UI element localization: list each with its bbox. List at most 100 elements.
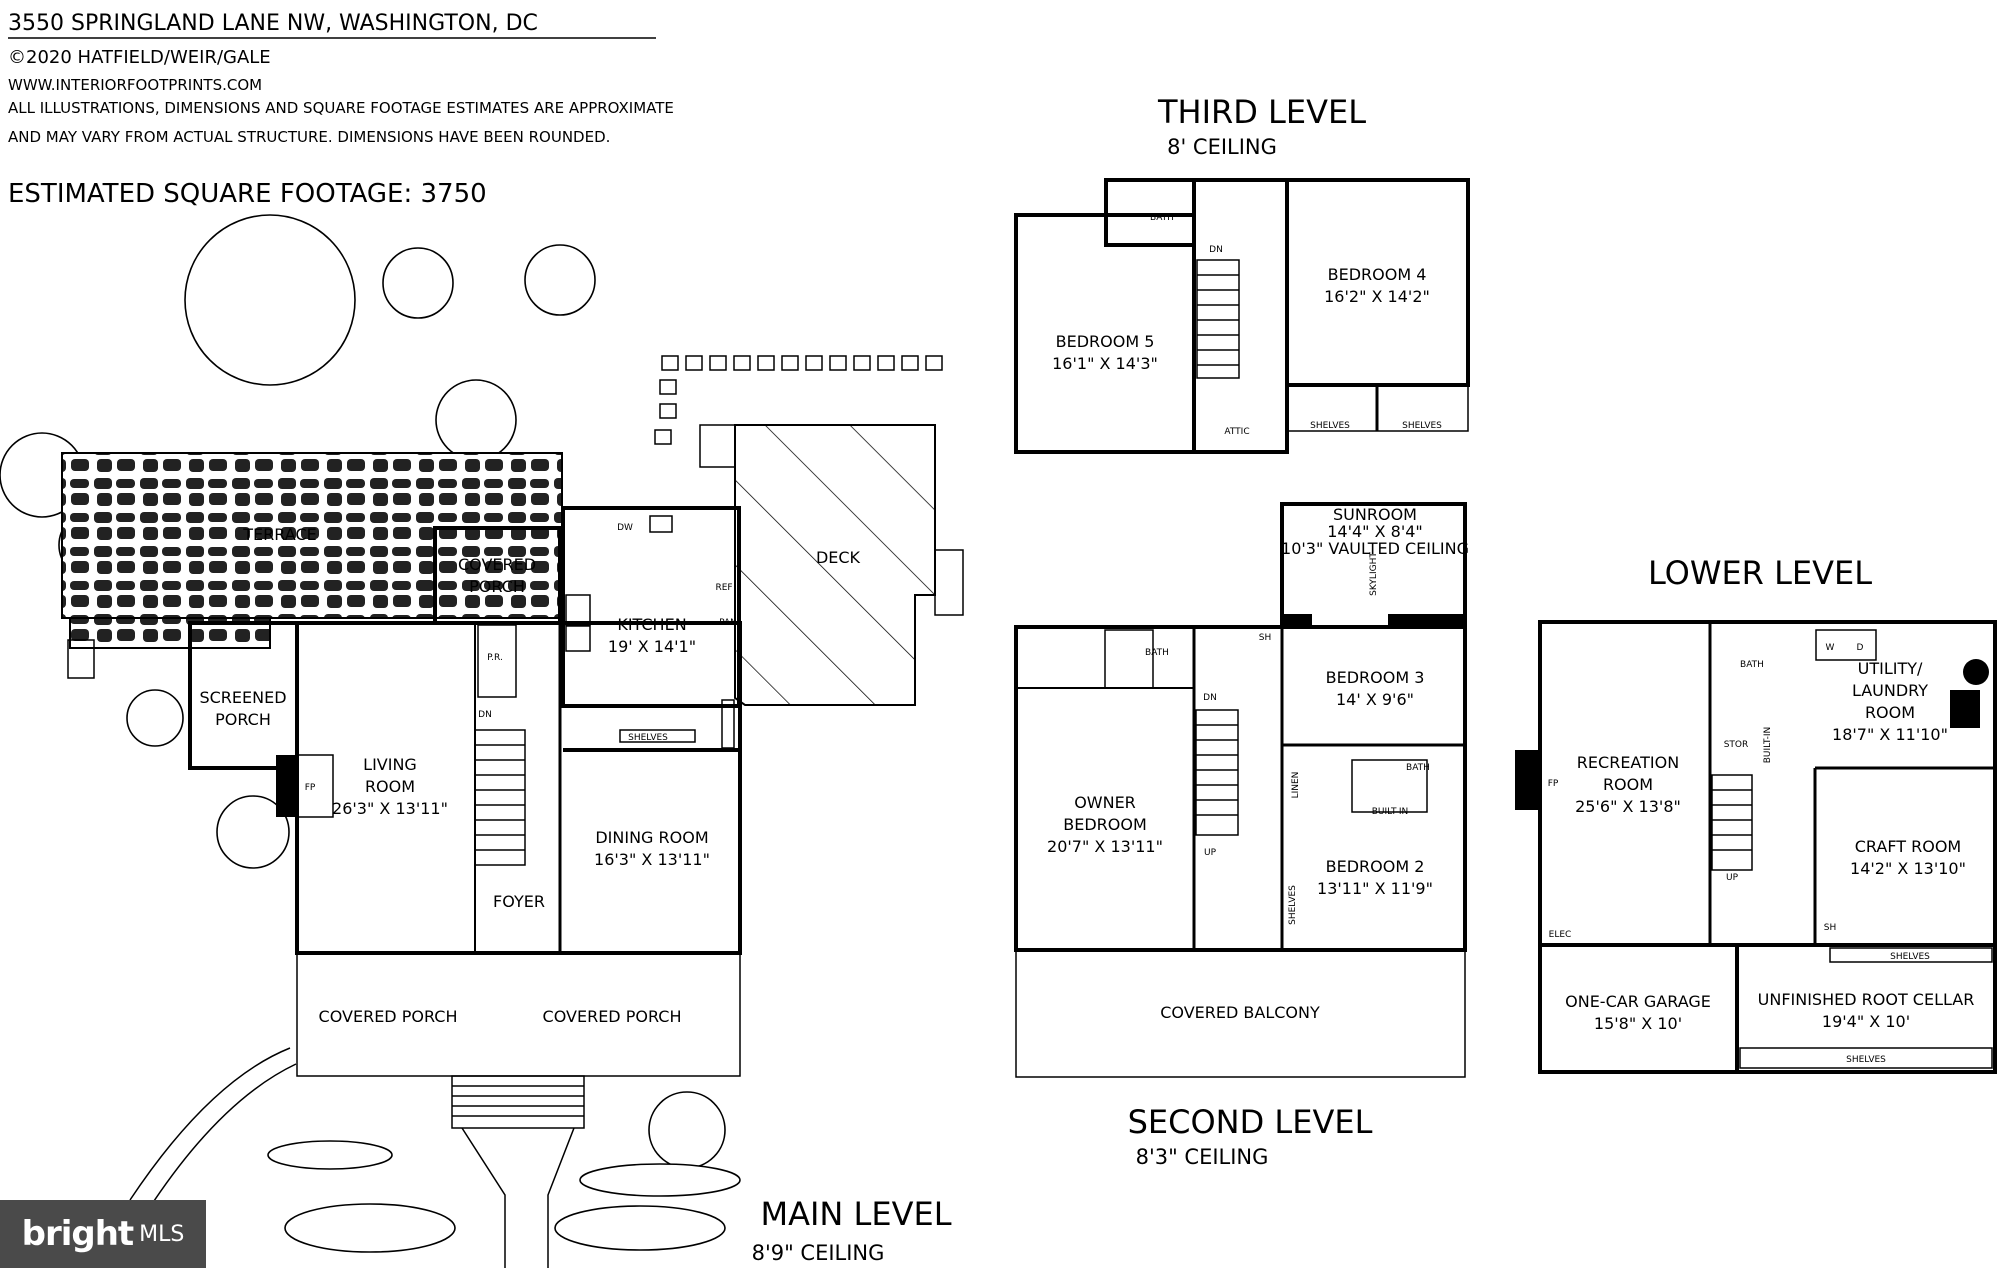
room-covered-porch-right: COVERED PORCH <box>543 1007 682 1026</box>
label-sh-lower: SH <box>1824 923 1836 933</box>
room-craft: CRAFT ROOM <box>1855 837 1961 856</box>
label-shelves-lower-1: SHELVES <box>1846 1055 1886 1065</box>
room-sunroom: SUNROOM <box>1333 505 1417 524</box>
label-dn-third: DN <box>1209 245 1223 255</box>
label-dn-second: DN <box>1203 693 1217 703</box>
room-sunroom-ceiling: 10'3" VAULTED CEILING <box>1281 539 1469 558</box>
third-level-plan: THIRD LEVEL 8' CEILING DN BEDROOM 5 16'1… <box>1014 93 1470 454</box>
terrace-stonework <box>61 452 563 619</box>
room-root-cellar: UNFINISHED ROOT CELLAR <box>1758 990 1975 1009</box>
room-craft-dims: 14'2" X 13'10" <box>1850 859 1966 878</box>
second-level-ceiling: 8'3" CEILING <box>1136 1145 1269 1169</box>
label-dw: DW <box>617 523 633 533</box>
room-owner-bedroom: OWNER <box>1074 793 1136 812</box>
room-living-dims: 26'3" X 13'11" <box>332 799 448 818</box>
room-owner-bedroom-dims: 20'7" X 13'11" <box>1047 837 1163 856</box>
room-covered-porch-left: COVERED PORCH <box>319 1007 458 1026</box>
room-covered-porch-top-2: PORCH <box>469 577 525 596</box>
label-shelves-second: SHELVES <box>1288 885 1298 925</box>
room-bedroom-5: BEDROOM 5 <box>1056 332 1155 351</box>
label-w: W <box>1826 643 1835 653</box>
room-sunroom-dims: 14'4" X 8'4" <box>1327 522 1423 541</box>
label-up-lower: UP <box>1726 873 1739 883</box>
label-up-second: UP <box>1204 848 1217 858</box>
stairs-third <box>1196 259 1240 379</box>
room-utility: UTILITY/ <box>1858 659 1923 678</box>
label-attic: ATTIC <box>1224 427 1249 437</box>
website-text: WWW.INTERIORFOOTPRINTS.COM <box>8 76 262 94</box>
disclaimer-line-2: AND MAY VARY FROM ACTUAL STRUCTURE. DIME… <box>8 128 610 146</box>
address-text: 3550 SPRINGLAND LANE NW, WASHINGTON, DC <box>8 11 538 36</box>
label-ref: REF <box>715 583 732 593</box>
room-screened-porch-2: PORCH <box>215 710 271 729</box>
fireplace-icon <box>1515 750 1540 810</box>
stepping-stones <box>654 355 943 445</box>
third-level-ceiling: 8' CEILING <box>1167 135 1277 159</box>
label-bath-third: BATH <box>1150 213 1174 223</box>
main-level-title: MAIN LEVEL <box>760 1195 951 1233</box>
room-bedroom-2: BEDROOM 2 <box>1326 857 1425 876</box>
room-dining: DINING ROOM <box>595 828 708 847</box>
label-built-in-lower: BUILT-IN <box>1763 727 1773 764</box>
label-shelves-main: SHELVES <box>628 733 668 743</box>
label-bath-lower: BATH <box>1740 660 1764 670</box>
room-garage: ONE-CAR GARAGE <box>1565 992 1711 1011</box>
label-elec: ELEC <box>1549 930 1572 940</box>
label-skylight: SKYLIGHT <box>1369 552 1379 596</box>
label-sh-second: SH <box>1259 633 1271 643</box>
label-pr: P.R. <box>487 653 503 663</box>
shrub-border <box>267 1140 741 1253</box>
label-dn-main: DN <box>478 710 492 720</box>
room-bedroom-5-dims: 16'1" X 14'3" <box>1052 354 1158 373</box>
copyright-text: ©2020 HATFIELD/WEIR/GALE <box>8 47 271 68</box>
room-covered-balcony: COVERED BALCONY <box>1160 1003 1320 1022</box>
stairs-lower <box>1711 774 1753 871</box>
room-bedroom-4-dims: 16'2" X 14'2" <box>1324 287 1430 306</box>
room-bedroom-4: BEDROOM 4 <box>1328 265 1427 284</box>
fireplace-icon <box>276 755 298 817</box>
label-fp-main: FP <box>305 783 316 793</box>
main-level-ceiling: 8'9" CEILING <box>752 1241 885 1265</box>
room-recreation-2: ROOM <box>1603 775 1653 794</box>
stairs-main <box>474 729 526 866</box>
label-shelves-third-1: SHELVES <box>1310 421 1350 431</box>
label-fp-lower: FP <box>1548 779 1559 789</box>
label-shelves-lower-2: SHELVES <box>1890 952 1930 962</box>
front-walkway <box>129 1047 585 1268</box>
second-level-plan: SUNROOM 14'4" X 8'4" 10'3" VAULTED CEILI… <box>1014 502 1469 1169</box>
second-level-title: SECOND LEVEL <box>1128 1103 1373 1141</box>
room-utility-2: LAUNDRY <box>1852 681 1928 700</box>
label-d: D <box>1857 643 1864 653</box>
room-root-cellar-dims: 19'4" X 10' <box>1822 1012 1910 1031</box>
room-kitchen-dims: 19' X 14'1" <box>608 637 696 656</box>
room-recreation: RECREATION <box>1577 753 1679 772</box>
bright-mls-badge: bright MLS <box>0 1200 206 1268</box>
room-terrace: TERRACE <box>242 525 316 544</box>
label-linen: LINEN <box>1291 772 1301 799</box>
lower-level-title: LOWER LEVEL <box>1648 554 1872 592</box>
badge-suffix: MLS <box>139 1221 185 1247</box>
room-owner-bedroom-2: BEDROOM <box>1063 815 1147 834</box>
room-living-2: ROOM <box>365 777 415 796</box>
room-deck: DECK <box>816 548 861 567</box>
badge-brand: bright <box>21 1214 135 1254</box>
room-bedroom-3-dims: 14' X 9'6" <box>1336 690 1414 709</box>
room-screened-porch: SCREENED <box>199 688 286 707</box>
room-garage-dims: 15'8" X 10' <box>1594 1014 1682 1033</box>
label-built-in-second: BUILT-IN <box>1372 807 1409 817</box>
label-shelves-third-2: SHELVES <box>1402 421 1442 431</box>
deck-area <box>734 424 936 706</box>
room-living: LIVING <box>363 755 417 774</box>
room-bedroom-2-dims: 13'11" X 11'9" <box>1317 879 1433 898</box>
header-block: 3550 SPRINGLAND LANE NW, WASHINGTON, DC … <box>8 11 674 209</box>
room-dining-dims: 16'3" X 13'11" <box>594 850 710 869</box>
square-footage-text: ESTIMATED SQUARE FOOTAGE: 3750 <box>8 179 487 209</box>
room-recreation-dims: 25'6" X 13'8" <box>1575 797 1681 816</box>
label-stor: STOR <box>1724 740 1749 750</box>
label-bath-second-1: BATH <box>1145 648 1169 658</box>
main-level-plan: TERRACE COVERED PORCH DECK KITCHEN 19' X… <box>0 214 964 1268</box>
room-utility-dims: 18'7" X 11'10" <box>1832 725 1948 744</box>
room-utility-3: ROOM <box>1865 703 1915 722</box>
disclaimer-line-1: ALL ILLUSTRATIONS, DIMENSIONS AND SQUARE… <box>8 99 674 117</box>
